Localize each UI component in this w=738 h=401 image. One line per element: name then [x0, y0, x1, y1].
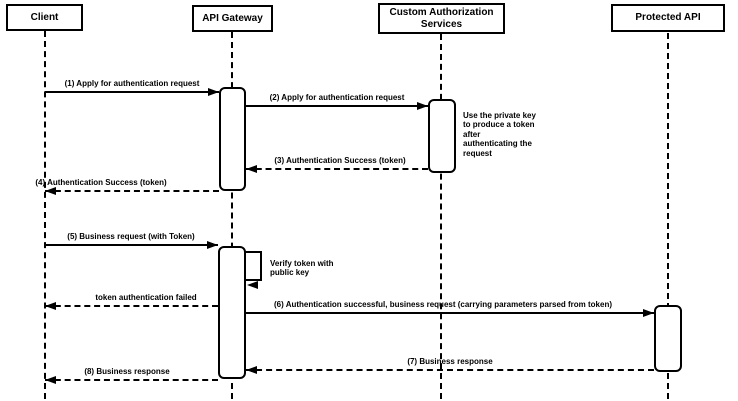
self-message-arrowhead	[247, 281, 258, 289]
message-7-line	[246, 369, 654, 371]
lifeline-custom-auth	[440, 34, 442, 399]
message-5-arrowhead	[207, 241, 218, 249]
message-7-label: (7) Business response	[407, 357, 493, 366]
activation-custom-auth	[428, 99, 456, 173]
message-4-label: (4) Authentication Success (token)	[35, 178, 167, 187]
actor-label-api-gateway: API Gateway	[202, 12, 263, 24]
message-2-line	[246, 105, 428, 107]
message-8-label: (8) Business response	[84, 367, 170, 376]
message-1-line	[45, 91, 219, 93]
self-message-label: Verify token with public key	[270, 259, 334, 278]
message-5-line	[45, 244, 218, 246]
message-5-label: (5) Business request (with Token)	[67, 232, 195, 241]
message-3-arrowhead	[246, 165, 257, 173]
message-failed-line	[45, 305, 218, 307]
lifeline-api-gateway	[231, 32, 233, 399]
message-6-arrowhead	[643, 309, 654, 317]
message-3-label: (3) Authentication Success (token)	[274, 156, 406, 165]
lifeline-client	[44, 31, 46, 399]
activation-protected-api	[654, 305, 682, 372]
message-failed-label: token authentication failed	[95, 293, 197, 302]
note-private-key: Use the private key to produce a token a…	[463, 111, 536, 158]
message-2-label: (2) Apply for authentication request	[269, 93, 405, 102]
message-6-label: (6) Authentication successful, business …	[273, 300, 613, 309]
actor-box-custom-auth: Custom Authorization Services	[378, 3, 505, 34]
message-2-arrowhead	[417, 102, 428, 110]
message-4-line	[45, 190, 219, 192]
self-message-loop	[246, 251, 262, 281]
actor-label-protected-api: Protected API	[635, 12, 701, 24]
actor-label-custom-auth: Custom Authorization Services	[389, 7, 494, 30]
message-4-arrowhead	[45, 187, 56, 195]
message-3-line	[246, 168, 428, 170]
message-8-line	[45, 379, 218, 381]
message-8-arrowhead	[45, 376, 56, 384]
activation-api-gateway-business	[218, 246, 246, 379]
message-7-arrowhead	[246, 366, 257, 374]
activation-api-gateway-auth	[219, 87, 246, 191]
message-failed-arrowhead	[45, 302, 56, 310]
message-1-label: (1) Apply for authentication request	[64, 79, 200, 88]
message-1-arrowhead	[208, 88, 219, 96]
message-6-line	[246, 312, 654, 314]
lifeline-protected-api	[667, 33, 669, 399]
actor-box-client: Client	[6, 4, 83, 31]
actor-label-client: Client	[30, 11, 59, 23]
actor-box-api-gateway: API Gateway	[192, 5, 273, 32]
actor-box-protected-api: Protected API	[611, 4, 725, 32]
